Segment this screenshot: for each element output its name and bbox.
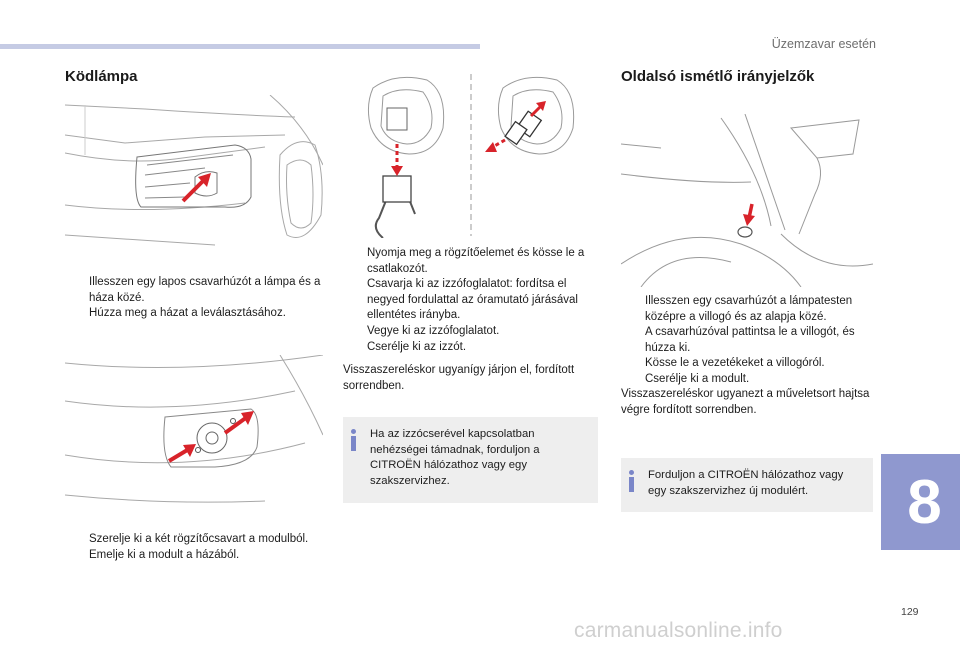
fog-steps-a: Illesszen egy lapos csavarhúzót a lámpa … xyxy=(65,275,327,322)
list-item: Cserélje ki a modult. xyxy=(645,372,750,385)
list-item: Vegye ki az izzófoglalatot. xyxy=(367,324,500,337)
list-item: Szerelje ki a két rögzítőcsavart a modul… xyxy=(89,533,309,545)
side-repeater-illustration xyxy=(621,114,873,287)
fog-steps-c: Nyomja meg a rögzítőelemet és kösse le a… xyxy=(343,246,598,355)
repeater-steps: Illesszen egy csavarhúzót a lámpatesten … xyxy=(621,294,876,388)
fog-info-note: Ha az izzócserével kapcsolatban nehézség… xyxy=(343,417,598,503)
info-icon xyxy=(351,429,356,451)
list-item: Húzza meg a házat a leválasztásához. xyxy=(89,307,286,320)
fog-note-text: Ha az izzócserével kapcsolatban nehézség… xyxy=(370,428,540,487)
fog-lamp-removal-illustration xyxy=(65,95,323,257)
bulb-holder-illustration xyxy=(343,68,598,238)
repeater-reassembly-text: Visszaszereléskor ugyanezt a műveletsort… xyxy=(621,388,870,416)
fog-module-screws-illustration xyxy=(65,355,323,520)
list-item: Emelje ki a modult a házából. xyxy=(89,548,240,561)
side-repeater-title: Oldalsó ismétlő irányjelzők xyxy=(621,68,815,85)
list-item: Csavarja ki az izzófoglalatot: fordítsa … xyxy=(367,278,578,322)
list-item: Nyomja meg a rögzítőelemet és kösse le a… xyxy=(367,247,585,275)
list-item: Kösse le a vezetékeket a villogóról. xyxy=(645,357,825,370)
page-number: 129 xyxy=(901,606,919,618)
fog-reassembly-text: Visszaszereléskor ugyanígy járjon el, fo… xyxy=(343,364,575,392)
chapter-tab: 8 xyxy=(881,454,960,550)
repeater-note-text: Forduljon a CITROËN hálózathoz vagy egy … xyxy=(648,469,844,497)
repeater-info-note: Forduljon a CITROËN hálózathoz vagy egy … xyxy=(621,458,873,512)
list-item: Cserélje ki az izzót. xyxy=(367,340,467,353)
header-bar xyxy=(0,44,480,49)
list-item: Illesszen egy lapos csavarhúzót a lámpa … xyxy=(89,276,321,304)
info-icon xyxy=(629,470,634,492)
watermark: carmanualsonline.info xyxy=(574,619,783,642)
fog-steps-b: Szerelje ki a két rögzítőcsavart a modul… xyxy=(65,532,327,563)
fog-lamp-title: Ködlámpa xyxy=(65,68,138,85)
list-item: A csavarhúzóval pattintsa le a villogót,… xyxy=(645,326,855,354)
list-item: Illesszen egy csavarhúzót a lámpatesten … xyxy=(645,295,853,323)
section-header: Üzemzavar esetén xyxy=(771,37,876,51)
